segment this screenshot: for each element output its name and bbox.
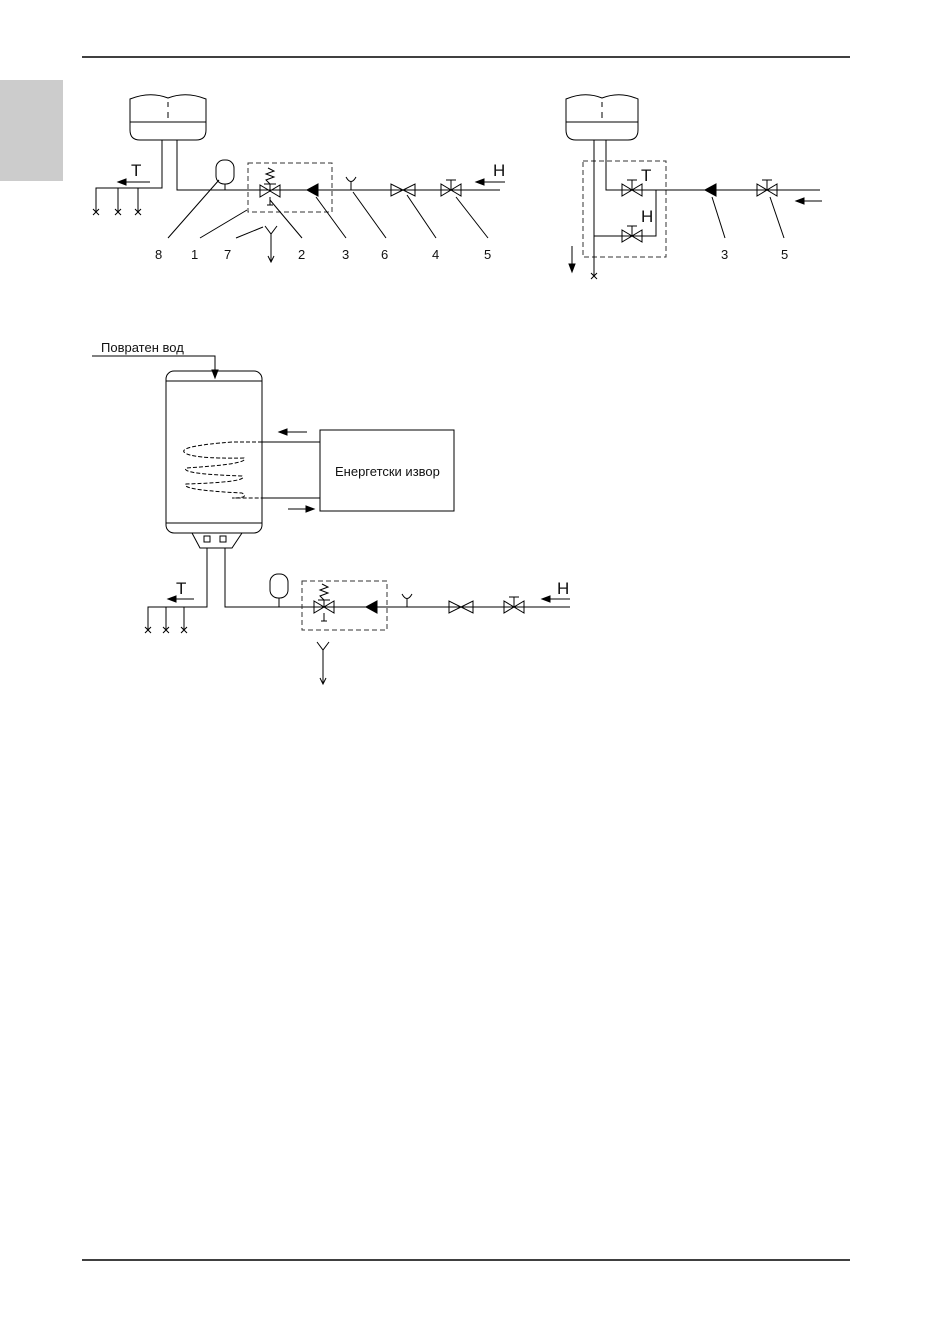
check-valve-2 — [705, 184, 716, 196]
stop-valve-2 — [757, 180, 777, 196]
diagram-3-indirect-heater — [92, 356, 570, 684]
mixer-box — [583, 161, 666, 257]
hot-letter-1: Т — [131, 161, 141, 180]
side-tab — [0, 80, 63, 181]
heating-coil — [184, 442, 262, 498]
label-1: 1 — [191, 247, 198, 262]
hot-letter-3: Т — [176, 579, 186, 598]
expansion-vessel — [216, 160, 234, 190]
label-5: 5 — [484, 247, 491, 262]
cold-letter-1: Н — [493, 161, 505, 180]
label-6: 6 — [381, 247, 388, 262]
diagram-3-texts: Повратен вод Енергетски извор Т Н — [101, 340, 569, 598]
energy-source-label: Енергетски извор — [335, 464, 440, 479]
safety-valve — [260, 168, 280, 205]
drain-funnel — [265, 226, 277, 262]
hot-letter-2: Т — [641, 166, 651, 185]
diagram-1-pressure-connection — [93, 95, 505, 262]
label-7: 7 — [224, 247, 231, 262]
safety-group-box — [248, 163, 332, 212]
hot-valve — [622, 180, 642, 196]
boiler-body — [166, 371, 262, 533]
label-3: 3 — [342, 247, 349, 262]
stop-valve — [441, 180, 461, 196]
test-point — [346, 177, 356, 190]
label-2: 2 — [298, 247, 305, 262]
leader-lines-1 — [168, 180, 488, 238]
tap-outlets — [93, 209, 141, 215]
cold-valve — [622, 226, 642, 242]
check-valve — [307, 184, 318, 196]
label-5-b: 5 — [781, 247, 788, 262]
label-8: 8 — [155, 247, 162, 262]
boiler-bottom — [192, 533, 242, 548]
return-line-label: Повратен вод — [101, 340, 184, 355]
cold-letter-3: Н — [557, 579, 569, 598]
label-3-b: 3 — [721, 247, 728, 262]
label-4: 4 — [432, 247, 439, 262]
cold-letter-2: Н — [641, 207, 653, 226]
